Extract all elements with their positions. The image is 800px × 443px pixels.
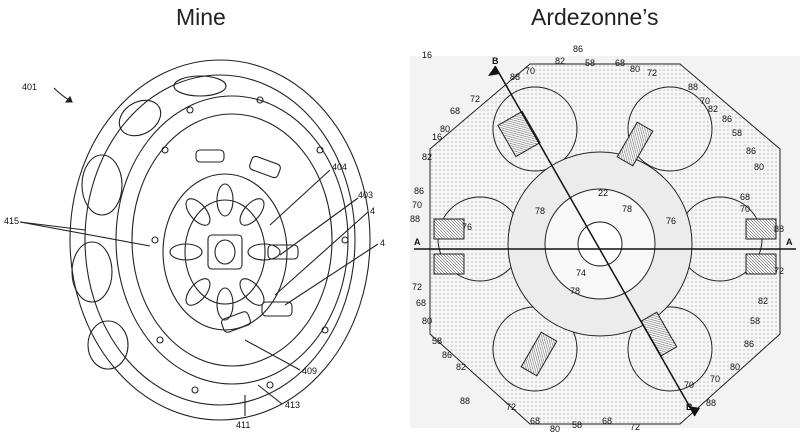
rlabel-30: 68	[740, 192, 750, 202]
rlabel-2: 82	[555, 56, 565, 66]
rlabel-21: 86	[414, 186, 424, 196]
rlabel-24: 76	[462, 222, 472, 232]
hub-disc	[162, 173, 288, 331]
label-411: 411	[236, 420, 250, 430]
rlabel-19: 16	[432, 132, 442, 142]
label-4-top: 4	[370, 206, 375, 216]
rlabel-18: 80	[440, 124, 450, 134]
springs	[433, 110, 777, 377]
rlabel-17: 68	[450, 106, 460, 116]
section-a-left: A	[414, 237, 421, 247]
rlabel-9: 88	[688, 82, 698, 92]
rlabel-44: 80	[730, 362, 740, 372]
rlabel-29: 70	[740, 204, 750, 214]
ardezonne-drawing-svg: B B A A 16 86 82 58 68 80 88 70 72 88 72…	[410, 44, 800, 434]
rlabel-54: 88	[706, 398, 716, 408]
rlabel-16: 80	[754, 162, 764, 172]
rlabel-37: 68	[416, 298, 426, 308]
rollers	[195, 149, 299, 333]
inner-ring	[115, 95, 349, 385]
title-mine: Mine	[176, 4, 226, 30]
rlabel-22: 70	[412, 200, 422, 210]
rlabel-39: 58	[432, 336, 442, 346]
rlabel-51: 68	[602, 416, 612, 426]
rlabel-14: 58	[732, 128, 742, 138]
cap-3	[71, 241, 113, 303]
rlabel-7: 70	[525, 66, 535, 76]
label-413: 413	[285, 400, 300, 410]
label-409: 409	[302, 366, 317, 376]
rlabel-4: 68	[615, 58, 625, 68]
rlabel-45: 70	[710, 374, 720, 384]
ref-401: 401	[22, 82, 37, 92]
callout-labels: 16 86 82 58 68 80 88 70 72 88 72 70 82 8…	[410, 44, 784, 434]
hub-petals	[169, 183, 281, 321]
rlabel-28: 76	[666, 216, 676, 226]
outer-ring	[69, 59, 371, 421]
rlabel-48: 68	[530, 416, 540, 426]
rlabel-41: 58	[750, 316, 760, 326]
rlabel-32: 72	[774, 266, 784, 276]
rlabel-20: 82	[422, 152, 432, 162]
ring-bolts	[151, 96, 349, 394]
mine-drawing-svg: 401 415 404 403 4 4 409 413 411	[4, 59, 385, 430]
cap-4	[87, 320, 129, 370]
cap-2	[81, 154, 123, 216]
section-a-right: A	[786, 237, 793, 247]
title-ardezonne: Ardezonne’s	[531, 4, 659, 30]
rlabel-47: 72	[506, 402, 516, 412]
rlabel-50: 58	[572, 420, 582, 430]
label-415: 415	[4, 216, 19, 226]
rlabel-49: 80	[550, 424, 560, 434]
rlabel-23: 88	[410, 214, 420, 224]
label-403: 403	[358, 190, 373, 200]
rlabel-12: 82	[708, 104, 718, 114]
rlabel-42: 86	[744, 339, 754, 349]
rlabel-15: 86	[746, 146, 756, 156]
section-b-top: B	[492, 56, 499, 66]
label-404: 404	[332, 162, 347, 172]
rlabel-27: 78	[622, 204, 632, 214]
rlabel-52: 72	[630, 422, 640, 432]
cap-5	[173, 75, 227, 97]
rlabel-53: 70	[684, 380, 694, 390]
rlabel-36: 82	[758, 296, 768, 306]
rlabel-8: 72	[647, 68, 657, 78]
label-4-right: 4	[380, 238, 385, 248]
rlabel-43: 82	[456, 362, 466, 372]
rlabel-40: 86	[442, 350, 452, 360]
ardezonne-drawing: B B A A 16 86 82 58 68 80 88 70 72 88 72…	[410, 44, 800, 438]
rlabel-3: 58	[585, 58, 595, 68]
rlabel-33: 74	[576, 268, 586, 278]
rlabel-13: 86	[722, 114, 732, 124]
rlabel-31: 88	[774, 224, 784, 234]
rlabel-34: 78	[570, 286, 580, 296]
rlabel-35: 72	[412, 282, 422, 292]
rlabel-38: 80	[422, 316, 432, 326]
cap-1	[118, 99, 162, 137]
rlabel-1: 86	[573, 44, 583, 54]
section-line-b	[494, 65, 696, 417]
mine-drawing: 401 415 404 403 4 4 409 413 411	[0, 40, 400, 438]
hub-22	[577, 221, 623, 267]
section-b-bottom: B	[686, 402, 693, 412]
central-gear	[207, 234, 243, 270]
rlabel-11: 70	[700, 96, 710, 106]
rlabel-10: 72	[470, 94, 480, 104]
rlabel-6: 88	[510, 72, 520, 82]
rlabel-5: 80	[630, 64, 640, 74]
rlabel-0: 16	[422, 50, 432, 60]
rlabel-46: 88	[460, 396, 470, 406]
rlabel-25: 22	[598, 188, 608, 198]
rlabel-26: 78	[535, 206, 545, 216]
